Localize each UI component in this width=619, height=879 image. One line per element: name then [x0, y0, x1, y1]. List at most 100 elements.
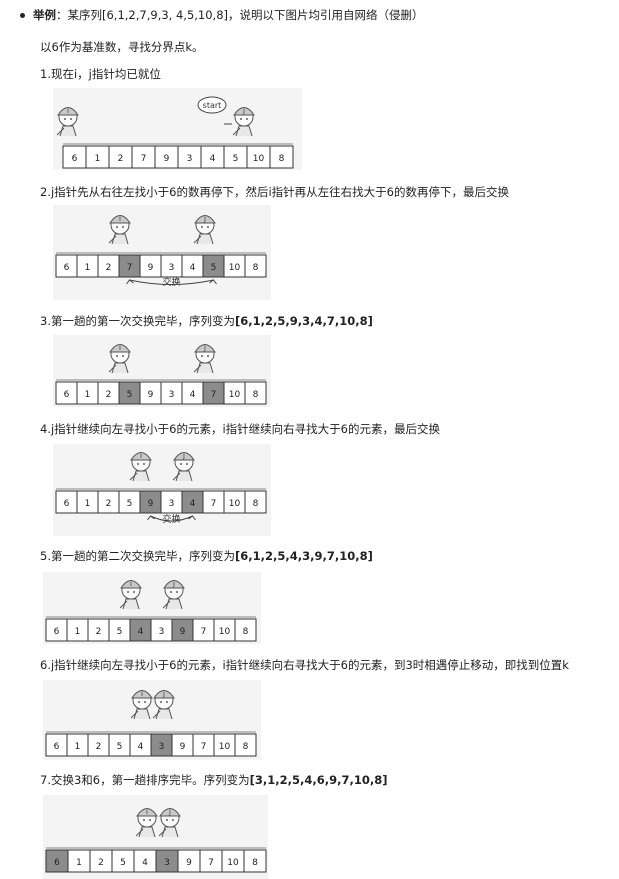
array-cell-value: 3: [159, 627, 165, 637]
array-cell-value: 2: [98, 858, 104, 868]
step-text: 7.交换3和6，第一趟排序完毕。序列变为: [40, 773, 250, 787]
array-cell-value: 6: [54, 858, 60, 868]
array-cell-value: 2: [96, 627, 102, 637]
pivot-line: 以6作为基准数，寻找分界点k。: [40, 40, 204, 54]
array-cell-value: 2: [96, 742, 102, 752]
step-caption-3: 3.第一趟的第一次交换完毕，序列变为[6,1,2,5,9,3,4,7,10,8]: [40, 313, 373, 329]
pointer-label: i: [140, 452, 142, 460]
pointer-figure-icon: i: [129, 452, 152, 482]
array-cell-value: 6: [54, 627, 60, 637]
array-cell-value: 4: [138, 627, 144, 637]
array-cell: [244, 254, 267, 278]
array-cell-value: 10: [253, 154, 265, 164]
array-cell-value: 5: [233, 154, 239, 164]
pointer-figure-icon: j: [232, 107, 255, 137]
array-cell-value: 4: [142, 858, 148, 868]
step-caption-6: 6.j指针继续向左寻找小于6的元素，i指针继续向右寻找大于6的元素，到3时相遇停…: [40, 657, 569, 673]
pointer-figure-icon: j: [152, 690, 175, 720]
array-cell-value: 4: [210, 154, 216, 164]
array-cell-value: 10: [227, 858, 239, 868]
array-cell-value: 10: [219, 742, 231, 752]
array-cell-value: 8: [243, 742, 249, 752]
array-cell-value: 8: [253, 499, 259, 509]
array-cell-value: 10: [229, 263, 241, 273]
array-cell-value: 1: [76, 858, 82, 868]
intro-label: 举例: [33, 8, 56, 22]
pointer-figure-icon: j: [162, 580, 185, 610]
pointer-label: j: [242, 107, 245, 115]
pointer-label: j: [203, 215, 206, 223]
array-cell-value: 2: [106, 390, 112, 400]
array-cell-value: 3: [164, 858, 170, 868]
array-cell-value: 4: [190, 390, 196, 400]
array-cell-value: 3: [169, 263, 175, 273]
step-caption-5: 5.第一趟的第二次交换完毕，序列变为[6,1,2,5,4,3,9,7,10,8]: [40, 548, 373, 564]
pointer-label: j: [203, 344, 206, 352]
array-cell-value: 7: [208, 858, 214, 868]
array-cell-value: 1: [85, 263, 91, 273]
array-cell-value: 5: [117, 742, 123, 752]
figure-background: [53, 444, 271, 536]
pointer-figure-icon: i: [135, 808, 158, 838]
array-cell: [269, 145, 294, 169]
array-cell-value: 2: [106, 263, 112, 273]
swap-label: 交换: [162, 276, 180, 288]
array-cell-value: 7: [211, 390, 217, 400]
list-bullet: [20, 13, 25, 18]
array-cell-value: 3: [159, 742, 165, 752]
step-text: 6.j指针继续向左寻找小于6的元素，i指针继续向右寻找大于6的元素，到3时相遇停…: [40, 658, 569, 672]
step-text: 5.第一趟的第二次交换完毕，序列变为: [40, 549, 235, 563]
step-text: 4.j指针继续向左寻找小于6的元素，i指针继续向右寻找大于6的元素，最后交换: [40, 422, 440, 436]
array-cell-value: 8: [243, 627, 249, 637]
step-caption-1: 1.现在i，j指针均已就位: [40, 66, 161, 82]
swap-arrow-icon: [150, 515, 193, 522]
step-sequence: [6,1,2,5,4,3,9,7,10,8]: [234, 549, 373, 563]
step-caption-4: 4.j指针继续向左寻找小于6的元素，i指针继续向右寻找大于6的元素，最后交换: [40, 421, 440, 437]
array-cell-value: 4: [190, 263, 196, 273]
array-cell-value: 5: [117, 627, 123, 637]
step-text: 3.第一趟的第一次交换完毕，序列变为: [40, 314, 235, 328]
pointer-figure-icon: i: [108, 215, 131, 245]
array-cell-value: 3: [169, 499, 175, 509]
array-cell-value: 4: [190, 499, 196, 509]
array-cell-value: 7: [211, 499, 217, 509]
step-sequence: [3,1,2,5,4,6,9,7,10,8]: [249, 773, 388, 787]
array-cell-value: 9: [148, 263, 154, 273]
array-cell-value: 8: [252, 858, 258, 868]
array-cell-value: 9: [180, 742, 186, 752]
pointer-figure-icon: i: [108, 344, 131, 374]
intro-line: 举例：某序列[6,1,2,7,9,3, 4,5,10,8]，说明以下图片均引用自…: [33, 7, 424, 23]
array-cell-value: 7: [141, 154, 147, 164]
swap-arrow-icon: [129, 279, 214, 285]
array-cell-value: 9: [148, 390, 154, 400]
swap-label: 交换: [162, 513, 180, 525]
array-cell-value: 5: [120, 858, 126, 868]
array-cell: [244, 490, 267, 514]
pointer-label: i: [146, 808, 148, 816]
array-cell-value: 6: [72, 154, 78, 164]
array-cell-value: 5: [127, 390, 133, 400]
pointer-label: j: [172, 580, 175, 588]
pointer-label: j: [182, 452, 185, 460]
pointer-figure-icon: j: [172, 452, 195, 482]
array-cell-value: 7: [127, 263, 133, 273]
pointer-label: i: [119, 215, 121, 223]
step-caption-2: 2.j指针先从右往左找小于6的数再停下，然后i指针再从左往右找大于6的数再停下，…: [40, 184, 509, 200]
array-cell-value: 10: [219, 627, 231, 637]
array-cell: [244, 381, 267, 405]
array-cell-value: 6: [64, 499, 70, 509]
array-cell-value: 2: [118, 154, 124, 164]
array-cell-value: 2: [106, 499, 112, 509]
array-cell-value: 1: [85, 390, 91, 400]
pointer-figure-icon: i: [130, 690, 153, 720]
pointer-label: j: [162, 690, 165, 698]
